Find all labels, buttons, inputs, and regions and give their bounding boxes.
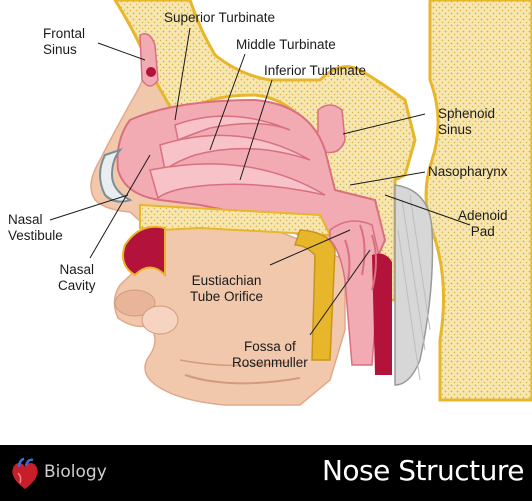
- label-nasopharynx: Nasopharynx: [428, 164, 508, 180]
- label-fossa-of-rosenmuller: Fossa of Rosenmuller: [232, 339, 308, 371]
- label-inferior-turbinate: Inferior Turbinate: [264, 63, 366, 79]
- footer-label: Biology: [44, 462, 107, 482]
- label-superior-turbinate: Superior Turbinate: [164, 10, 275, 26]
- label-sphenoid-sinus: Sphenoid Sinus: [438, 106, 495, 138]
- label-nasal-cavity: Nasal Cavity: [58, 262, 96, 294]
- label-middle-turbinate: Middle Turbinate: [236, 37, 336, 53]
- heart-anatomy-icon: [10, 457, 40, 491]
- label-eustachian-tube-orifice: Eustiachian Tube Orifice: [190, 273, 263, 305]
- nose-diagram: Frontal Sinus Superior Turbinate Middle …: [0, 0, 532, 445]
- label-adenoid-pad: Adenoid Pad: [458, 208, 508, 240]
- adenoid-pad-grey: [395, 185, 433, 385]
- occipital-bone: [426, 0, 532, 400]
- lower-lip: [142, 306, 178, 334]
- footer-bar: Biology Nose Structure: [0, 445, 532, 501]
- label-frontal-sinus: Frontal Sinus: [43, 26, 85, 58]
- label-nasal-vestibule: Nasal Vestibule: [8, 212, 63, 244]
- footer-title: Nose Structure: [322, 454, 524, 487]
- frontal-sinus-dot: [146, 67, 156, 77]
- palate-muscle: [123, 227, 165, 275]
